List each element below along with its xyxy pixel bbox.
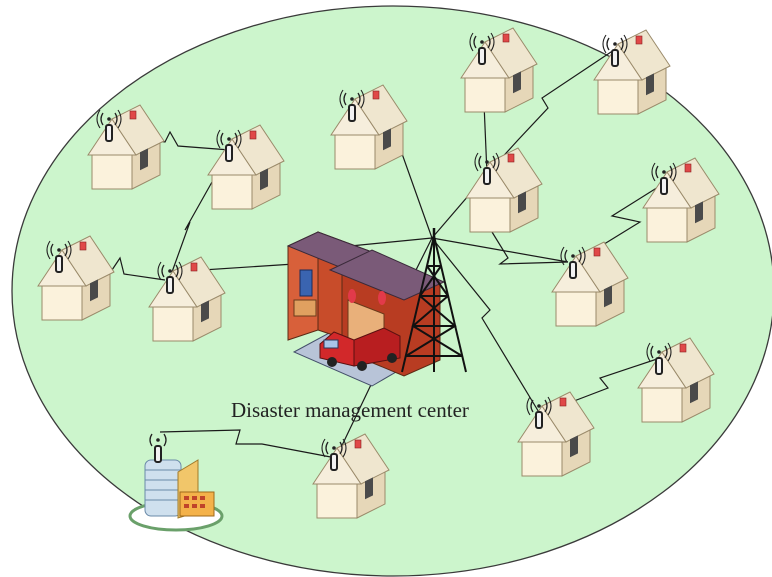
fire-station [286,231,446,387]
link-h7-h8 [486,49,615,175]
link-tower-h10 [431,237,569,263]
link-h2-h5 [171,149,231,273]
link-tower-h12 [431,237,541,415]
diagram-caption: Disaster management center [231,398,469,422]
radio-tower [401,228,467,373]
link-hospital-h13 [159,429,337,459]
house-8 [593,29,671,115]
hospital-building [128,433,224,532]
link-h9-h10 [574,183,664,263]
link-h7-h10 [491,231,569,265]
